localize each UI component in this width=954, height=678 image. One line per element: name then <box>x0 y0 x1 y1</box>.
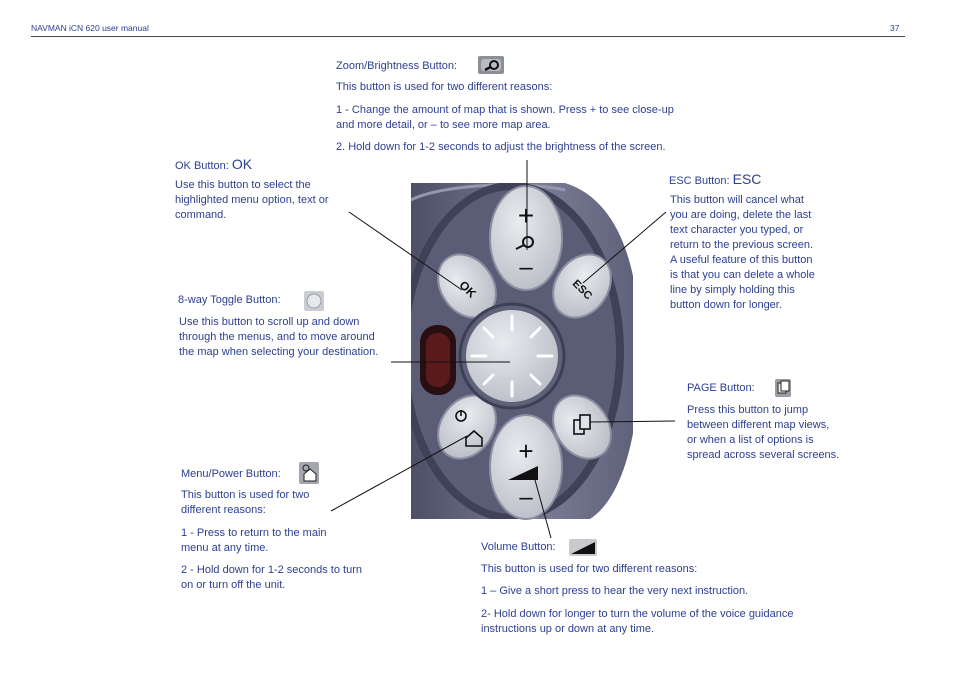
toggle-desc-line-2: through the menus, and to move around <box>179 331 375 343</box>
callout-lines <box>330 160 676 539</box>
ok-device-button[interactable]: OK <box>426 243 508 329</box>
menu-intro-line-2: different reasons: <box>181 504 266 516</box>
ok-desc-line-1: Use this button to select the <box>175 179 311 191</box>
page-desc-line-3: or when a list of options is <box>687 434 814 446</box>
menu-reason-1-line-2: menu at any time. <box>181 542 269 554</box>
esc-symbol: ESC <box>732 171 762 187</box>
eight-way-toggle[interactable] <box>458 302 566 410</box>
volume-device-button[interactable]: + – <box>489 414 563 520</box>
zoom-button-title: Zoom/Brightness Button: <box>336 60 458 72</box>
pages-icon <box>775 379 791 397</box>
ok-symbol: OK <box>231 156 253 172</box>
toggle-desc-line-3: the map when selecting your destination. <box>179 346 379 358</box>
menu-intro-line-1: This button is used for two <box>181 489 310 501</box>
zoom-reason-1-line-1: 1 - Change the amount of map that is sho… <box>336 104 674 116</box>
ok-button-title: OK Button: OK <box>175 156 252 172</box>
page-number: 37 <box>890 23 900 33</box>
esc-desc-line-5: A useful feature of this button <box>670 254 813 266</box>
eight-way-toggle-icon <box>304 291 324 311</box>
esc-desc-line-7: line by simply holding this <box>670 284 795 296</box>
device-zoom-plus: + <box>518 200 534 231</box>
header-manual-title: iCN 620 user manual <box>69 23 149 33</box>
device-home-icon <box>465 429 483 447</box>
zoom-intro: This button is used for two different re… <box>336 81 553 93</box>
toggle-desc-line-1: Use this button to scroll up and down <box>179 316 360 328</box>
header-brand: NAVMAN <box>31 23 67 33</box>
menu-reason-2-line-1: 2 - Hold down for 1-2 seconds to turn <box>181 564 362 576</box>
volume-reason-2-line-1: 2- Hold down for longer to turn the volu… <box>481 608 794 620</box>
device-volume-wedge-icon <box>508 466 538 480</box>
home-power-icon <box>299 462 319 484</box>
esc-desc-line-8: button down for longer. <box>670 299 782 311</box>
device-volume-minus: – <box>519 484 533 511</box>
ok-title-text: OK Button: <box>175 160 229 172</box>
esc-desc-line-3: text character you typed, or <box>670 224 804 236</box>
page-button-title: PAGE Button: <box>687 382 755 394</box>
esc-device-button[interactable]: ESC <box>541 243 623 329</box>
volume-reason-1: 1 – Give a short press to hear the very … <box>481 585 749 597</box>
ok-desc-line-3: command. <box>175 209 227 221</box>
page-desc-line-4: spread across several screens. <box>687 449 840 461</box>
device-zoom-minus: – <box>519 254 533 281</box>
device-magnifier-icon <box>522 236 534 248</box>
page-desc-line-1: Press this button to jump <box>687 404 809 416</box>
magnifier-icon <box>478 56 504 74</box>
menu-reason-2-line-2: on or turn off the unit. <box>181 579 286 591</box>
page-desc-line-2: between different map views, <box>687 419 830 431</box>
device-volume-plus: + <box>518 436 533 466</box>
esc-desc-line-2: you are doing, delete the last <box>670 209 812 221</box>
zoom-reason-1-line-2: and more detail, or – to see more map ar… <box>336 119 551 131</box>
menu-button-title: Menu/Power Button: <box>181 468 281 480</box>
volume-intro: This button is used for two different re… <box>481 563 698 575</box>
volume-wedge-icon <box>569 539 597 556</box>
toggle-button-title: 8-way Toggle Button: <box>178 294 281 306</box>
header-rule <box>31 36 905 37</box>
esc-title-text: ESC Button: <box>669 175 730 187</box>
esc-button-title: ESC Button: ESC <box>669 171 761 187</box>
esc-desc-line-6: is that you can delete a whole <box>670 269 815 281</box>
volume-reason-2-line-2: instructions up or down at any time. <box>481 623 655 635</box>
zoom-reason-2: 2. Hold down for 1-2 seconds to adjust t… <box>336 141 666 153</box>
volume-button-title: Volume Button: <box>481 541 556 553</box>
zoom-button[interactable]: + – <box>489 185 563 291</box>
ok-desc-line-2: highlighted menu option, text or <box>175 194 329 206</box>
menu-reason-1-line-1: 1 - Press to return to the main <box>181 527 327 539</box>
esc-desc-line-1: This button will cancel what <box>670 194 804 206</box>
esc-desc-line-4: return to the previous screen. <box>670 239 814 251</box>
